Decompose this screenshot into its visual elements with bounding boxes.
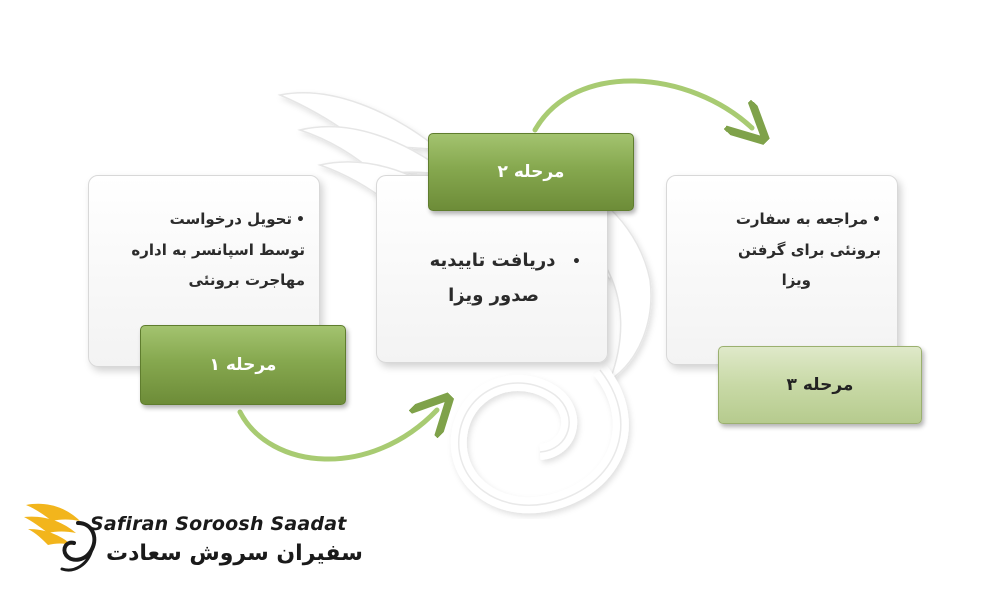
- stage-3-item: •مراجعه به سفارت: [735, 210, 881, 228]
- logo-text-english: Safiran Soroosh Saadat: [90, 513, 347, 535]
- company-logo: Safiran Soroosh Saadat سفیران سروش سعادت: [18, 493, 363, 583]
- bullet: •: [572, 254, 581, 270]
- arrow-stage2-to-stage3: [532, 78, 752, 130]
- stage-3-label: مرحله ۳: [718, 346, 922, 424]
- stage-3-item: برونئی برای گرفتن: [737, 241, 881, 259]
- stage-1-label: مرحله ۱: [140, 325, 346, 405]
- bullet: •: [296, 212, 305, 228]
- stage-2-label: مرحله ۲: [428, 133, 634, 211]
- bullet: •: [872, 212, 881, 228]
- logo-text-persian: سفیران سروش سعادت: [106, 541, 363, 566]
- stage-1-item: •تحویل درخواست: [169, 210, 305, 228]
- stage-2-item: صدور ویزا: [448, 285, 539, 306]
- stage-1-item: مهاجرت برونئی: [188, 271, 305, 289]
- stage-3-card: •مراجعه به سفارت برونئی برای گرفتن ویزا: [666, 175, 898, 365]
- stage-3-item: ویزا: [781, 271, 811, 289]
- bird-wing-logo-icon: [24, 503, 97, 572]
- stage-2-item: • دریافت تاییدیه: [429, 250, 581, 271]
- arrow-stage1-to-stage2: [237, 410, 437, 462]
- stage-1-item: توسط اسپانسر به اداره: [131, 241, 305, 259]
